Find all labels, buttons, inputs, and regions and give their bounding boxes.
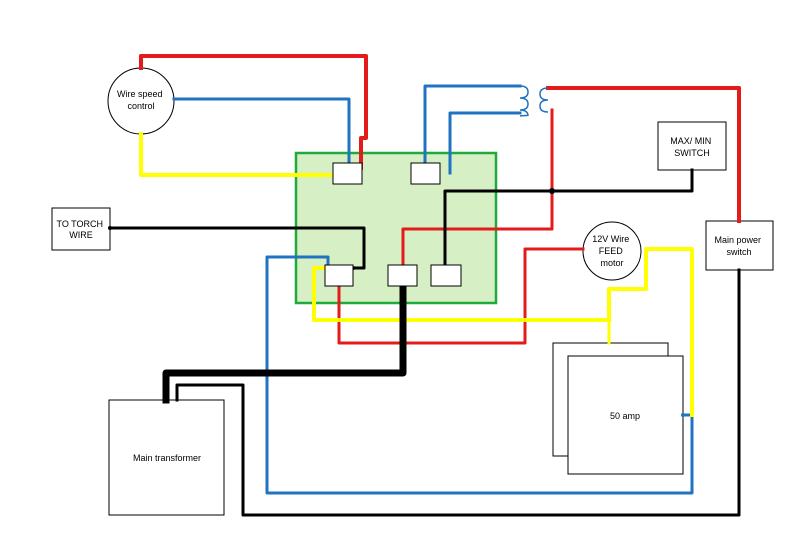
board-terminal-4: [387, 264, 418, 287]
black-wire-transformer-return: [175, 268, 741, 517]
max-min-switch-label: MAX/ MIN SWITCH: [670, 136, 714, 158]
max-min-switch-label-line1: MAX/ MIN: [670, 136, 711, 146]
junction-dot: [549, 188, 555, 194]
black-wire-torch: [108, 226, 366, 270]
amp-box-front: [567, 355, 684, 475]
yellow-wire-speed-control: [139, 132, 337, 177]
blue-wire-coil-bottom: [448, 111, 522, 175]
red-wire-speed-control: [139, 54, 368, 170]
black-wire-max-min: [443, 168, 694, 267]
wire-feed-motor-label: 12V Wire FEED motor: [592, 234, 632, 268]
to-torch-wire-box: [51, 207, 111, 251]
wire-feed-motor-label-line2: FEED: [599, 246, 624, 256]
wire-feed-motor: [582, 221, 642, 281]
red-wire-board-motor: [401, 108, 554, 267]
max-min-switch-label-line2: SWITCH: [674, 148, 710, 158]
wire-speed-control-label-line1: Wire speed: [117, 89, 163, 99]
blue-wire-speed-control: [172, 97, 351, 165]
junction-dot: [606, 317, 612, 323]
wire-speed-control-label: Wire speed control: [117, 89, 165, 111]
coil-left: [519, 85, 529, 117]
black-wire-transformer-main: [162, 280, 407, 404]
board-terminal-1: [332, 162, 363, 185]
board-terminal-5: [430, 264, 462, 287]
to-torch-wire-label-line1: TO TORCH: [56, 219, 103, 229]
wire-feed-motor-label-line1: 12V Wire: [592, 234, 629, 244]
red-wire-power-switch: [546, 86, 741, 223]
to-torch-wire-label-line2: WIRE: [69, 230, 93, 240]
main-power-switch-label-line2: switch: [726, 247, 751, 257]
blue-wire-coil-top: [423, 84, 522, 165]
junction-dot: [108, 226, 112, 230]
main-transformer-label: Main transformer: [133, 453, 201, 463]
board-terminal-2: [410, 162, 441, 185]
board-terminal-3: [324, 264, 354, 287]
junction-dot: [400, 317, 406, 323]
max-min-switch-box: [657, 121, 727, 171]
main-power-switch-label: Main power switch: [714, 235, 763, 257]
to-torch-wire-label: TO TORCH WIRE: [56, 219, 105, 240]
wire-feed-motor-label-line3: motor: [600, 258, 623, 268]
coil-right: [539, 87, 549, 113]
junction-dot: [681, 413, 685, 417]
main-power-switch-label-line1: Main power: [714, 235, 761, 245]
wire-speed-control-label-line2: control: [127, 101, 154, 111]
amp-box-label: 50 amp: [610, 411, 640, 421]
yellow-wire-board: [312, 247, 694, 417]
main-power-switch-box: [705, 220, 774, 271]
